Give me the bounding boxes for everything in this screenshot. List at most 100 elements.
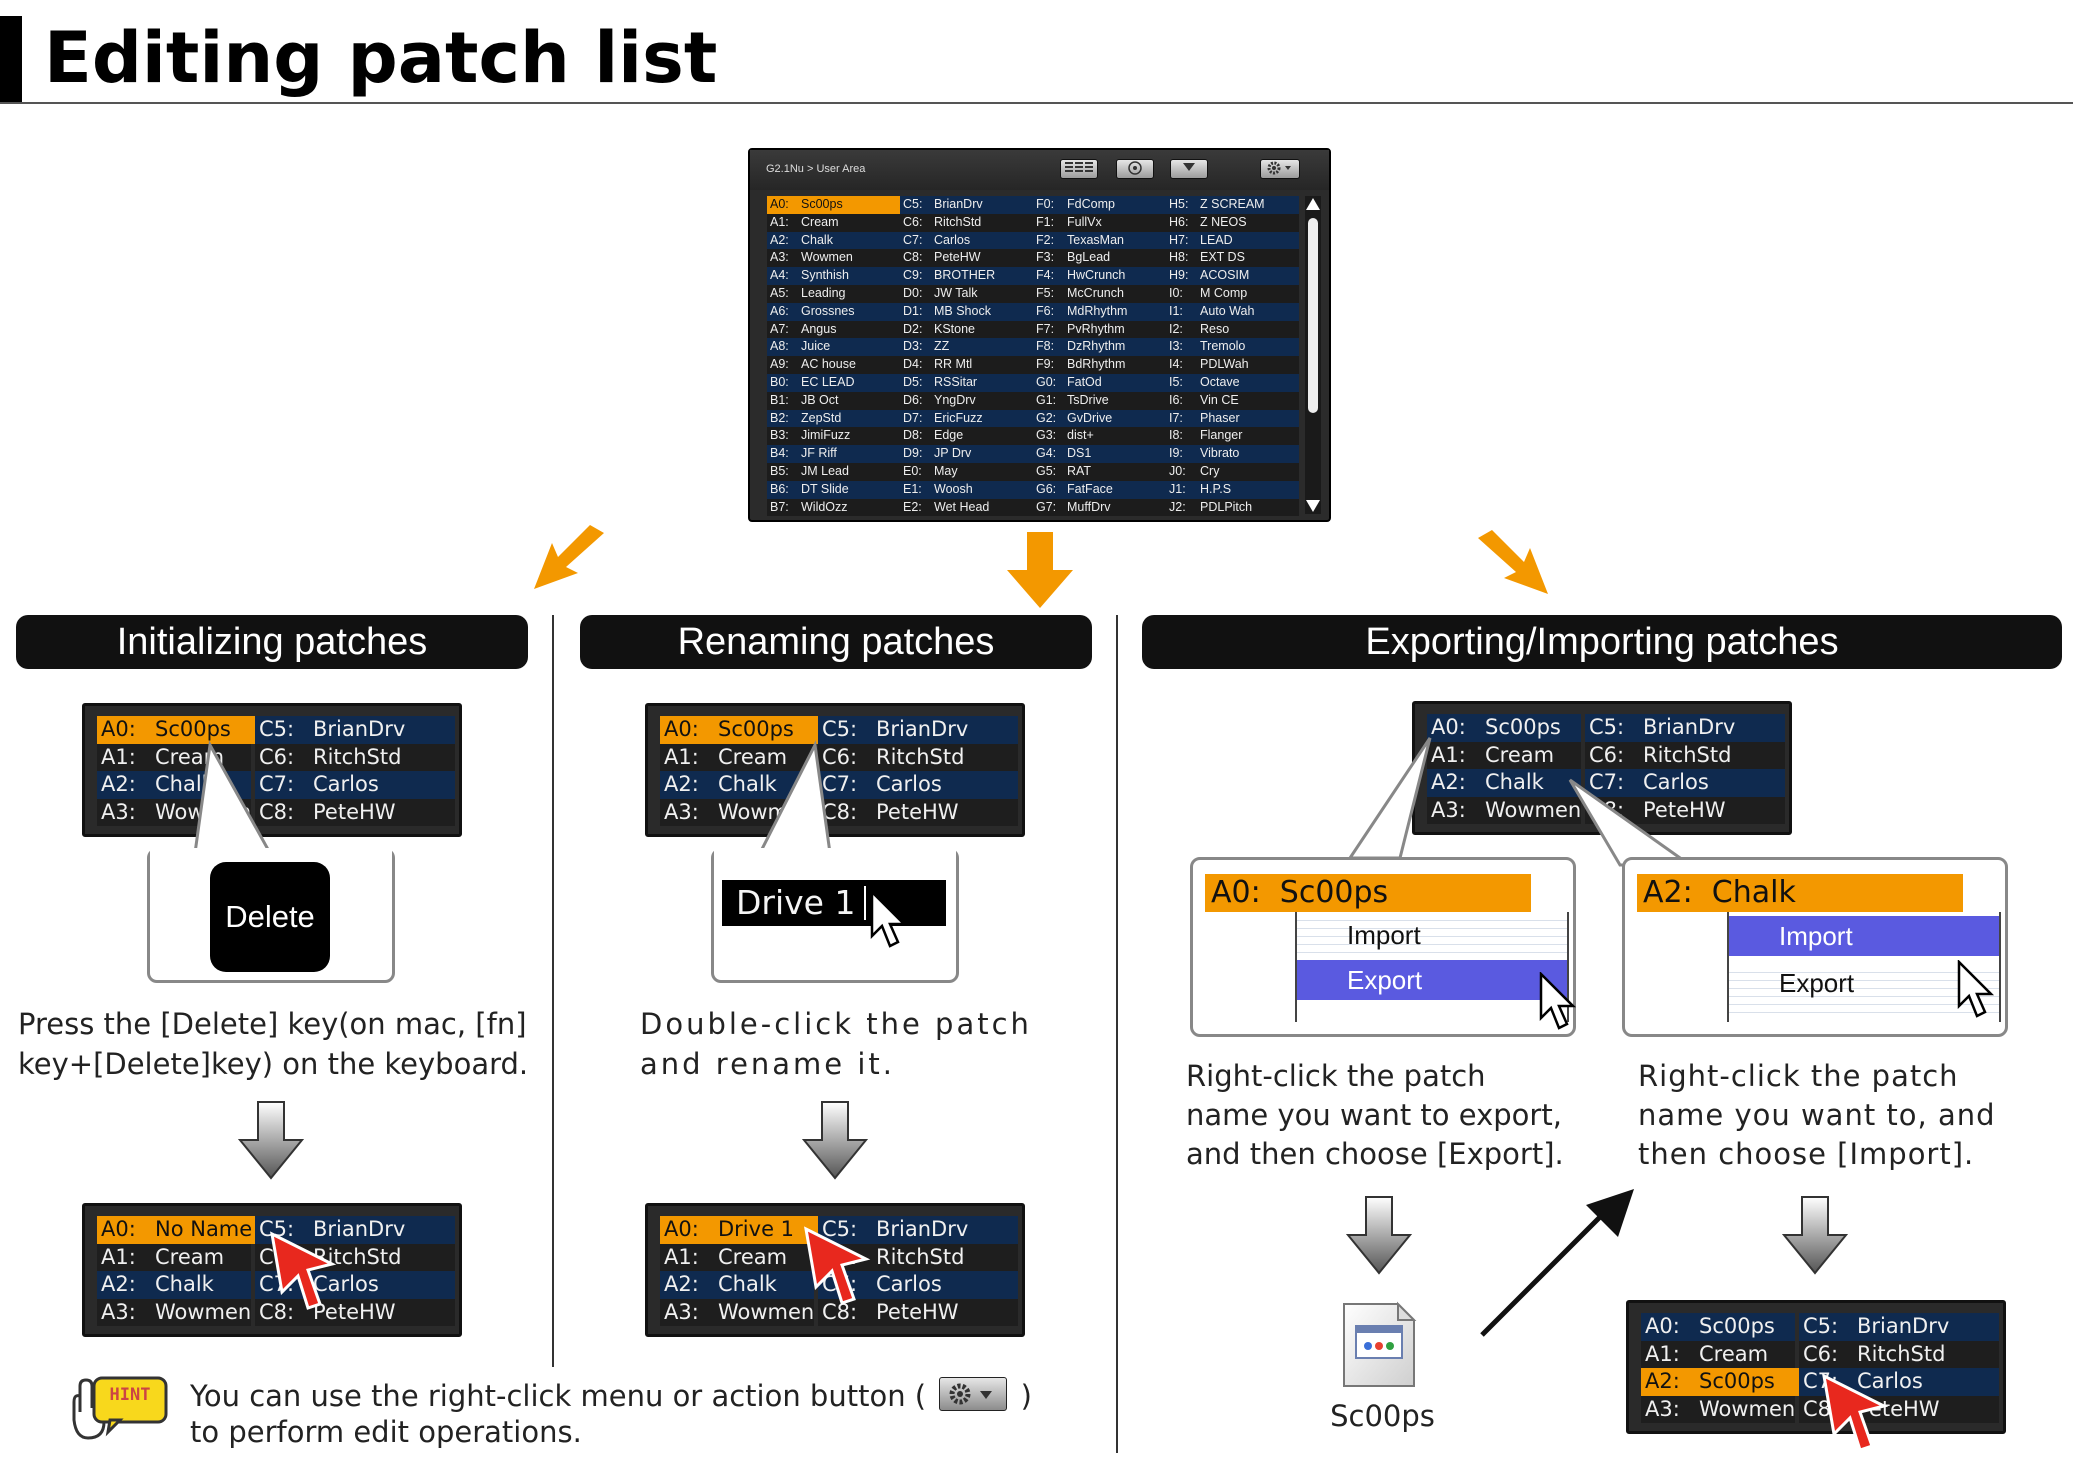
patch-cell[interactable]: B4:JF Riff: [767, 445, 900, 463]
patch-cell[interactable]: D7:EricFuzz: [900, 409, 1033, 428]
patch-cell[interactable]: D9:JP Drv: [900, 445, 1033, 463]
patch-cell[interactable]: D2:KStone: [900, 320, 1033, 339]
patch-cell[interactable]: I9:Vibrato: [1166, 445, 1299, 463]
patch-cell[interactable]: C6:RitchStd: [900, 213, 1033, 232]
patch-cell[interactable]: A1:Cream: [660, 743, 814, 771]
patch-cell[interactable]: A8:Juice: [767, 338, 900, 357]
patch-cell[interactable]: D1:MB Shock: [900, 302, 1033, 321]
patch-cell[interactable]: A5:Leading: [767, 284, 900, 303]
patch-cell[interactable]: A0:No Name: [97, 1216, 255, 1244]
patch-cell[interactable]: C5:BrianDrv: [818, 1216, 1018, 1244]
sort-button[interactable]: [1170, 159, 1208, 179]
patch-cell[interactable]: A3:Wowmen: [660, 1298, 814, 1326]
patch-cell[interactable]: I4:PDLWah: [1166, 356, 1299, 374]
patch-cell[interactable]: E0:May: [900, 462, 1033, 481]
patch-cell[interactable]: A1:Cream: [660, 1243, 814, 1271]
patch-cell[interactable]: G0:FatOd: [1033, 373, 1166, 392]
patch-cell[interactable]: A3:Wowmen: [1427, 796, 1581, 824]
patch-cell[interactable]: J2:PDLPitch: [1166, 498, 1299, 517]
patch-cell[interactable]: G5:RAT: [1033, 462, 1166, 481]
patch-cell[interactable]: C7:Carlos: [818, 771, 1018, 799]
patch-cell[interactable]: B0:EC LEAD: [767, 373, 900, 392]
patch-cell[interactable]: G2:GvDrive: [1033, 409, 1166, 428]
patch-cell[interactable]: I6:Vin CE: [1166, 391, 1299, 410]
patch-cell[interactable]: A0:Drive 1: [660, 1216, 818, 1244]
patch-cell[interactable]: A1:Cream: [1427, 741, 1581, 769]
patch-cell[interactable]: C6:RitchStd: [1585, 741, 1785, 769]
scrollbar[interactable]: [1305, 196, 1321, 514]
patch-cell[interactable]: D5:RSSitar: [900, 373, 1033, 392]
patch-cell[interactable]: C8:PeteHW: [255, 1298, 455, 1326]
menu-item-export[interactable]: Export: [1297, 960, 1567, 1000]
patch-cell[interactable]: H9:ACOSIM: [1166, 267, 1299, 285]
patch-cell[interactable]: A6:Grossnes: [767, 302, 900, 321]
menu-item-import[interactable]: Import: [1729, 916, 1999, 956]
patch-cell[interactable]: E2:Wet Head: [900, 498, 1033, 517]
patch-cell[interactable]: A2:Chalk: [1427, 769, 1581, 797]
patch-cell[interactable]: I3:Tremolo: [1166, 338, 1299, 357]
patch-cell[interactable]: C7:Carlos: [255, 771, 455, 799]
patch-cell[interactable]: G4:DS1: [1033, 445, 1166, 463]
action-button[interactable]: [1260, 159, 1300, 179]
patch-cell[interactable]: J0:Cry: [1166, 462, 1299, 481]
patch-cell[interactable]: G1:TsDrive: [1033, 391, 1166, 410]
patch-cell[interactable]: I8:Flanger: [1166, 427, 1299, 446]
list-view-button[interactable]: [1060, 159, 1098, 179]
patch-cell[interactable]: F4:HwCrunch: [1033, 267, 1166, 285]
patch-cell[interactable]: D6:YngDrv: [900, 391, 1033, 410]
patch-cell[interactable]: C5:BrianDrv: [1585, 714, 1785, 742]
patch-cell[interactable]: G6:FatFace: [1033, 480, 1166, 499]
patch-cell[interactable]: C8:PeteHW: [818, 1298, 1018, 1326]
patch-cell[interactable]: I2:Reso: [1166, 320, 1299, 339]
menu-item-import[interactable]: Import: [1347, 920, 1421, 950]
patch-cell[interactable]: F5:McCrunch: [1033, 284, 1166, 303]
patch-cell[interactable]: I7:Phaser: [1166, 409, 1299, 428]
patch-cell[interactable]: H8:EXT DS: [1166, 249, 1299, 268]
patch-cell[interactable]: C5:BrianDrv: [255, 1216, 455, 1244]
patch-cell[interactable]: B3:JimiFuzz: [767, 427, 900, 446]
patch-cell[interactable]: E1:Woosh: [900, 480, 1033, 499]
patch-cell[interactable]: C6:RitchStd: [255, 743, 455, 771]
patch-cell[interactable]: A2:Sc00ps: [1641, 1368, 1799, 1396]
patch-cell[interactable]: A4:Synthish: [767, 267, 900, 285]
patch-cell[interactable]: A2:Chalk: [660, 1271, 814, 1299]
patch-cell[interactable]: A1:Cream: [97, 1243, 251, 1271]
patch-cell[interactable]: B5:JM Lead: [767, 462, 900, 481]
scroll-up-icon[interactable]: [1306, 198, 1320, 210]
patch-cell[interactable]: D0:JW Talk: [900, 284, 1033, 303]
patch-cell[interactable]: F6:MdRhythm: [1033, 302, 1166, 321]
patch-cell[interactable]: A7:Angus: [767, 320, 900, 339]
patch-cell[interactable]: C8:PeteHW: [255, 798, 455, 826]
scroll-thumb[interactable]: [1308, 218, 1318, 413]
library-button[interactable]: [1116, 159, 1154, 179]
patch-cell[interactable]: A2:Chalk: [97, 1271, 251, 1299]
patch-cell[interactable]: F1:FullVx: [1033, 213, 1166, 232]
patch-cell[interactable]: D8:Edge: [900, 427, 1033, 446]
menu-item-export[interactable]: Export: [1779, 968, 1855, 998]
patch-cell[interactable]: A1:Cream: [767, 213, 900, 232]
patch-cell[interactable]: I5:Octave: [1166, 373, 1299, 392]
patch-cell[interactable]: A0:Sc00ps: [1427, 714, 1581, 742]
patch-cell[interactable]: D4:RR Mtl: [900, 356, 1033, 374]
patch-cell[interactable]: F0:FdComp: [1033, 196, 1166, 214]
patch-cell[interactable]: F2:TexasMan: [1033, 231, 1166, 250]
scroll-down-icon[interactable]: [1306, 500, 1320, 512]
patch-cell[interactable]: I0:M Comp: [1166, 284, 1299, 303]
patch-cell[interactable]: A0:Sc00ps: [767, 196, 900, 214]
rename-field[interactable]: Drive 1: [722, 880, 946, 926]
patch-cell[interactable]: B2:ZepStd: [767, 409, 900, 428]
patch-cell[interactable]: F9:BdRhythm: [1033, 356, 1166, 374]
patch-cell[interactable]: A9:AC house: [767, 356, 900, 374]
patch-cell[interactable]: B1:JB Oct: [767, 391, 900, 410]
patch-cell[interactable]: C5:BrianDrv: [255, 716, 455, 744]
patch-cell[interactable]: A0:Sc00ps: [660, 716, 818, 744]
patch-cell[interactable]: H6:Z NEOS: [1166, 213, 1299, 232]
patch-cell[interactable]: B7:WildOzz: [767, 498, 900, 517]
patch-cell[interactable]: B6:DT Slide: [767, 480, 900, 499]
patch-cell[interactable]: A0:Sc00ps: [1641, 1313, 1795, 1341]
patch-cell[interactable]: D3:ZZ: [900, 338, 1033, 357]
patch-cell[interactable]: G3:dist+: [1033, 427, 1166, 446]
patch-cell[interactable]: A3:Wowmen: [97, 1298, 251, 1326]
patch-cell[interactable]: C5:BrianDrv: [818, 716, 1018, 744]
patch-cell[interactable]: F8:DzRhythm: [1033, 338, 1166, 357]
